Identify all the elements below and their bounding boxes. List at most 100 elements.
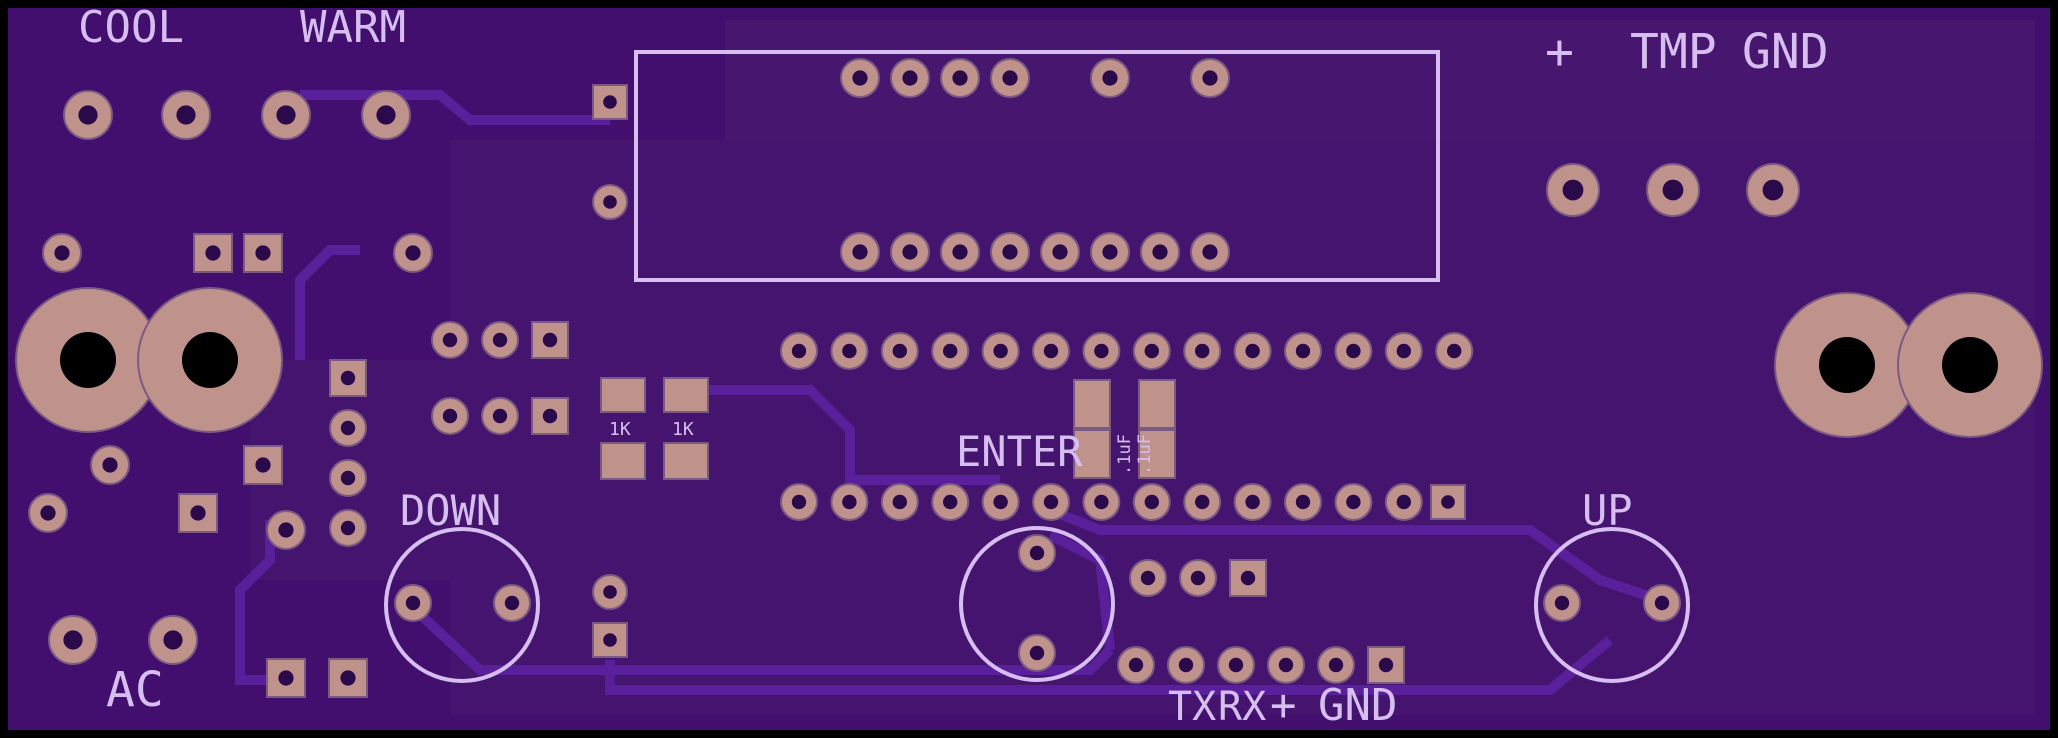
label-c2: .1uF [1135, 434, 1155, 475]
pad-drill [255, 457, 271, 473]
pad-drill [276, 105, 296, 125]
pad-drill [1240, 570, 1256, 586]
label-cool: COOL [78, 2, 184, 53]
pad-drill [1094, 494, 1109, 510]
pad-drill [603, 195, 617, 209]
pad-drill [1245, 494, 1260, 510]
pad-drill [603, 633, 617, 647]
pad-drill [542, 408, 558, 424]
pad-drill [492, 408, 508, 424]
pad-drill [102, 457, 118, 473]
pad-drill [842, 494, 857, 510]
down-button-outline [384, 527, 540, 683]
pad-drill [1562, 179, 1584, 201]
pad-drill [1228, 657, 1244, 673]
pad-drill [952, 70, 968, 86]
pad-drill [1002, 70, 1018, 86]
pad-drill [1202, 70, 1218, 86]
pad-drill [791, 494, 807, 510]
pad-drill [340, 420, 356, 436]
pad-drill [40, 505, 56, 521]
pad-drill [1195, 343, 1210, 359]
pad-drill [1190, 570, 1206, 586]
smd-pads [600, 377, 1176, 480]
pad-drill [1094, 343, 1109, 359]
pad-drill [442, 408, 458, 424]
square-pad [329, 359, 367, 397]
pad-drill [1052, 244, 1068, 260]
square-pad [243, 445, 283, 485]
label-down: DOWN [400, 486, 501, 535]
pad-drill [492, 332, 508, 348]
pad-drill [340, 370, 356, 386]
pad-drill [952, 244, 968, 260]
pad-drill [892, 343, 907, 359]
label-rx: RX [1218, 684, 1266, 730]
pad-drill [603, 95, 617, 109]
label-r2: 1K [672, 419, 694, 440]
pad-drill [1554, 595, 1570, 611]
label-plus-bottom: + [1270, 680, 1297, 731]
pad-drill [842, 343, 857, 359]
pad-drill [278, 522, 294, 538]
pad-drill [1346, 343, 1361, 359]
pad-drill [1102, 70, 1118, 86]
pad-drill [852, 70, 868, 86]
mount-hole-left-pair [15, 287, 283, 433]
pad-drill [1396, 494, 1412, 510]
square-pad [328, 658, 368, 698]
pad-drill [63, 630, 83, 650]
pad-drill [1441, 495, 1455, 509]
pad-drill [163, 630, 183, 650]
pad-drill [278, 670, 294, 686]
pad-drill [791, 343, 807, 359]
pad-drill [340, 470, 356, 486]
pad-drill [892, 494, 907, 510]
pad-drill [504, 595, 520, 611]
pad-drill [1662, 179, 1684, 201]
pad-drill [1144, 494, 1160, 510]
pad-drill [376, 105, 396, 125]
pad-drill [1245, 343, 1260, 359]
pad-drill [1002, 244, 1018, 260]
pad-drill [943, 494, 958, 510]
pad-drill [993, 343, 1008, 359]
pad-drill [1102, 244, 1118, 260]
label-r1: 1K [609, 419, 631, 440]
pad-drill [1278, 657, 1294, 673]
pad-drill [54, 245, 70, 261]
pad-drill [1043, 343, 1059, 359]
pad-drill [1654, 595, 1670, 611]
up-button-outline [1534, 527, 1690, 683]
pad-drill [1144, 343, 1160, 359]
pad-drill [340, 520, 356, 536]
pad-drill [902, 244, 918, 260]
enter-button-outline [959, 526, 1115, 682]
pad-drill [943, 343, 958, 359]
pad-drill [176, 105, 196, 125]
pad-drill [340, 670, 356, 686]
pad-drill [1762, 179, 1784, 201]
pad-drill [205, 245, 221, 261]
display-module-outline [634, 50, 1440, 282]
pad-drill [405, 245, 421, 261]
pad-drill [1396, 343, 1412, 359]
square-pad [1229, 559, 1267, 597]
pad-drill [1195, 494, 1210, 510]
pad-drill [78, 105, 98, 125]
pad-drill [190, 505, 206, 521]
pad-drill [1029, 545, 1045, 561]
pad-drill [993, 494, 1008, 510]
pad-drill [1295, 494, 1311, 510]
label-up: UP [1582, 486, 1633, 535]
pad-drill [1140, 570, 1156, 586]
pad-drill [1447, 343, 1462, 359]
label-tx: TX [1168, 684, 1216, 730]
label-gnd-bottom: GND [1318, 680, 1397, 731]
pad-drill [1152, 244, 1168, 260]
copper-pour-main [450, 140, 2035, 715]
pad-drill [1346, 494, 1361, 510]
pad-drill [442, 332, 458, 348]
pad-drill [902, 70, 918, 86]
pad-drill [1378, 657, 1394, 673]
